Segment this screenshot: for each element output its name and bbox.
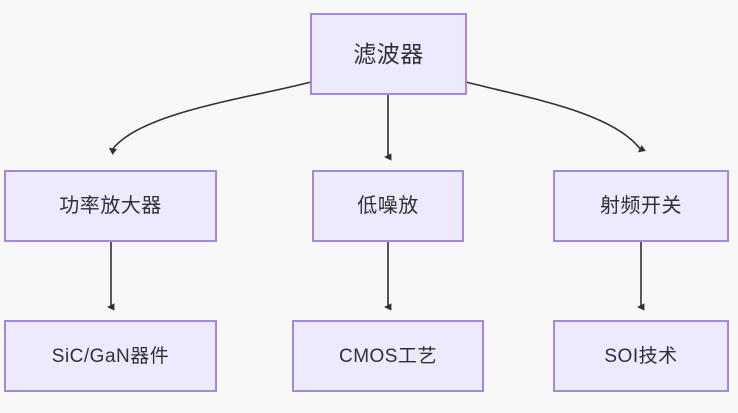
node-cmos-process[interactable]: CMOS工艺	[292, 320, 484, 392]
node-cmos-process-label: CMOS工艺	[338, 345, 437, 367]
node-low-noise-amplifier[interactable]: 低噪放	[312, 170, 464, 242]
node-power-amplifier[interactable]: 功率放大器	[4, 170, 217, 242]
node-power-amplifier-label: 功率放大器	[59, 195, 162, 217]
node-soi-technology-label: SOI技术	[604, 345, 678, 367]
node-filter-label: 滤波器	[353, 40, 424, 67]
node-rf-switch[interactable]: 射频开关	[553, 170, 729, 242]
edge-root-to-pa	[108, 81, 312, 155]
node-low-noise-amplifier-label: 低噪放	[357, 195, 419, 217]
node-filter[interactable]: 滤波器	[310, 13, 467, 95]
node-soi-technology[interactable]: SOI技术	[553, 320, 729, 392]
edge-root-to-rfsw	[465, 81, 646, 153]
node-sic-gan-device[interactable]: SiC/GaN器件	[4, 320, 217, 392]
node-sic-gan-device-label: SiC/GaN器件	[51, 345, 170, 367]
node-rf-switch-label: 射频开关	[600, 195, 682, 217]
